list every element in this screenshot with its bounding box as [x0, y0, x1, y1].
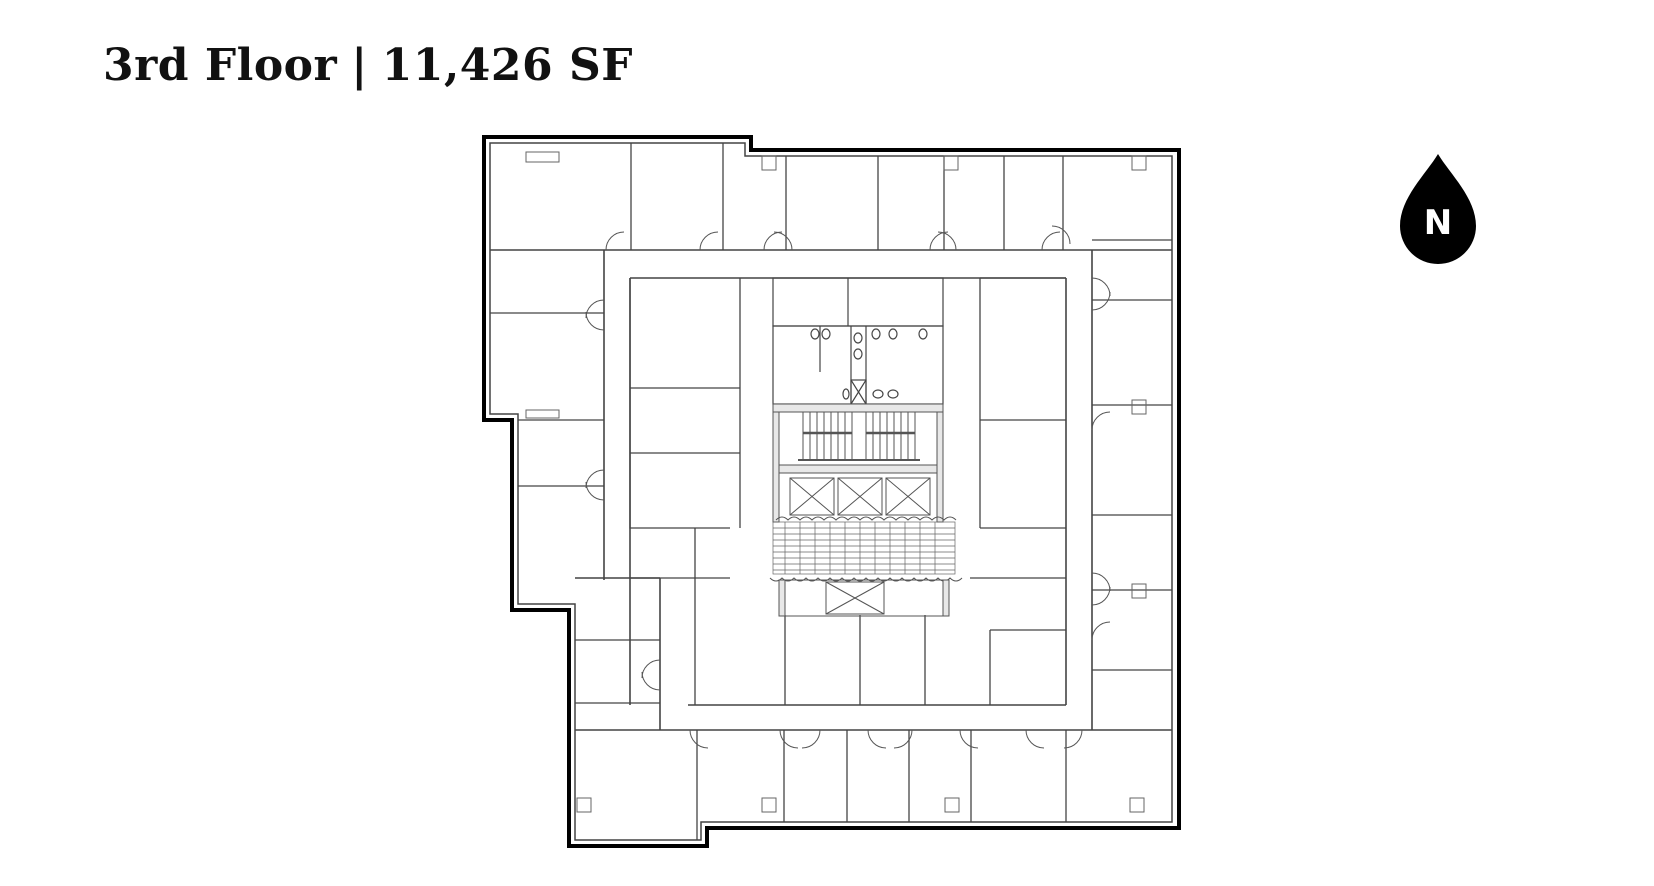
area-label: 11,426 SF	[381, 40, 633, 91]
shaft-pattern	[769, 516, 963, 582]
stairs	[772, 403, 944, 523]
freight-elevator	[778, 579, 950, 617]
north-arrow-shape	[1400, 154, 1476, 264]
door-swings	[585, 225, 1111, 749]
inner-east-offices	[859, 277, 1066, 705]
title-separator: |	[351, 40, 368, 91]
north-label: N	[1423, 203, 1453, 243]
north-offices	[490, 143, 1172, 840]
corridor-walls	[490, 249, 1172, 731]
north-arrow-icon: N	[1398, 152, 1478, 268]
elevators	[778, 464, 938, 516]
interior-exterior-line	[489, 142, 1173, 841]
floor-label: 3rd Floor	[103, 40, 338, 91]
page-title: 3rd Floor|11,426 SF	[103, 44, 633, 88]
column-markers	[525, 151, 1147, 813]
inner-west-offices	[629, 278, 786, 705]
restroom-block	[772, 277, 944, 405]
exterior-wall	[482, 135, 1181, 848]
